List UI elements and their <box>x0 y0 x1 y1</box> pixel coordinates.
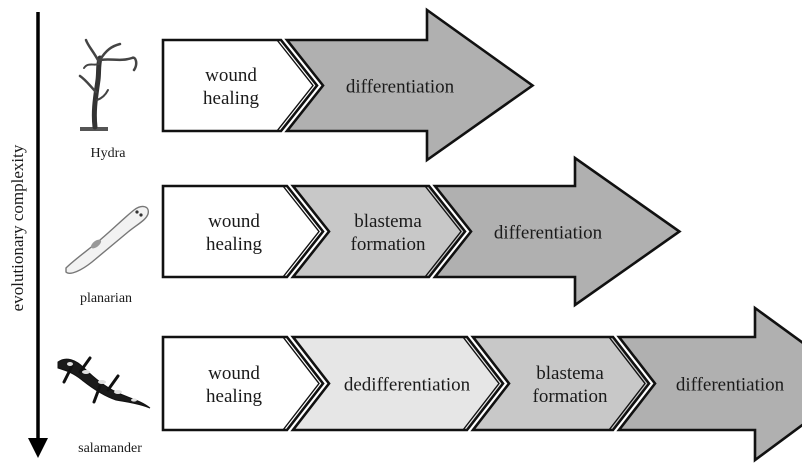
step-label-line: wound <box>208 363 260 384</box>
step-label-line: differentiation <box>346 77 455 98</box>
hydra-icon <box>78 38 138 131</box>
step-label-line: formation <box>351 234 426 255</box>
step-shape-2-3 <box>432 155 682 308</box>
step-label-line: healing <box>206 386 262 407</box>
step-label-1-2: differentiation <box>346 77 455 98</box>
organism-label-planarian: planarian <box>80 291 132 306</box>
salamander-icon <box>57 356 151 409</box>
step-label-line: healing <box>206 234 262 255</box>
axis-label: evolutionary complexity <box>8 144 27 311</box>
organism-label-salamander: salamander <box>78 441 142 456</box>
step-shape-1-2 <box>284 7 535 163</box>
step-edge-3-2 <box>462 336 500 431</box>
step-label-line: blastema <box>536 363 604 384</box>
organism-label-hydra: Hydra <box>91 146 127 161</box>
step-shape-3-1 <box>161 335 325 432</box>
step-shape-3-4 <box>616 305 802 463</box>
step-edge-1-1 <box>276 39 314 132</box>
step-label-line: dedifferentiation <box>344 375 471 396</box>
step-shape-2-1 <box>161 184 325 279</box>
step-label-3-2: dedifferentiation <box>344 375 471 396</box>
step-shape-1-1 <box>161 38 319 133</box>
complexity-axis: evolutionary complexity <box>8 12 48 458</box>
step-shape-3-3 <box>470 335 651 432</box>
step-label-line: differentiation <box>494 223 603 244</box>
step-edge-2-1 <box>282 185 320 278</box>
step-label-3-4: differentiation <box>676 375 785 396</box>
step-label-line: healing <box>203 88 259 109</box>
step-label-line: wound <box>205 65 257 86</box>
step-label-line: differentiation <box>676 375 785 396</box>
step-label-line: blastema <box>354 211 422 232</box>
step-shape-3-2 <box>290 335 505 432</box>
step-label-line: formation <box>533 386 608 407</box>
step-label-line: wound <box>208 211 260 232</box>
step-edge-2-2 <box>424 185 462 278</box>
step-edge-3-1 <box>282 336 320 431</box>
step-label-2-3: differentiation <box>494 223 603 244</box>
step-shape-2-2 <box>290 184 467 279</box>
step-edge-3-3 <box>608 336 646 431</box>
complexity-axis-arrowhead <box>28 438 48 458</box>
planarian-icon <box>65 205 149 274</box>
